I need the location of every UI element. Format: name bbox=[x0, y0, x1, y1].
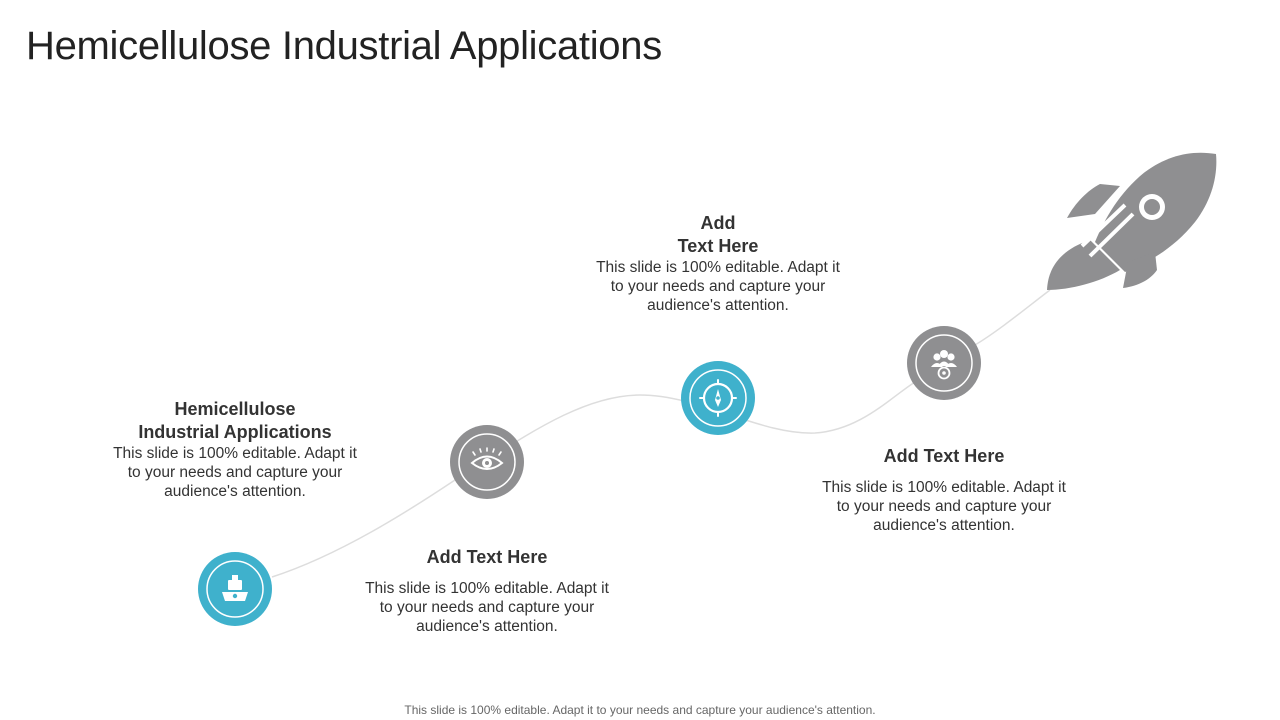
roadmap-curve bbox=[271, 289, 1051, 578]
rocket-icon bbox=[1047, 152, 1217, 290]
step-4-heading: Add Text Here bbox=[883, 446, 1005, 466]
step-3-heading: Add Text Here bbox=[677, 213, 759, 256]
step-3-block: Add Text Here This slide is 100% editabl… bbox=[568, 212, 868, 315]
step-4-node bbox=[907, 326, 981, 400]
step-4-block: Add Text Here This slide is 100% editabl… bbox=[794, 445, 1094, 535]
step-2-block: Add Text Here This slide is 100% editabl… bbox=[337, 546, 637, 636]
step-2-text: This slide is 100% editable. Adapt it to… bbox=[365, 580, 609, 635]
page-title: Hemicellulose Industrial Applications bbox=[26, 24, 662, 68]
step-3-text: This slide is 100% editable. Adapt it to… bbox=[596, 259, 840, 314]
compass-icon bbox=[699, 379, 737, 417]
step-1-node bbox=[198, 552, 272, 626]
team-target-icon bbox=[931, 350, 957, 380]
step-1-text: This slide is 100% editable. Adapt it to… bbox=[113, 445, 357, 500]
step-3-node bbox=[681, 361, 755, 435]
footer-note: This slide is 100% editable. Adapt it to… bbox=[404, 703, 876, 717]
step-1-block: Hemicellulose Industrial Applications Th… bbox=[85, 398, 385, 501]
eye-icon bbox=[470, 447, 504, 470]
step-2-node bbox=[450, 425, 524, 499]
step-2-heading: Add Text Here bbox=[426, 547, 548, 567]
step-4-text: This slide is 100% editable. Adapt it to… bbox=[822, 479, 1066, 534]
step-1-heading: Hemicellulose Industrial Applications bbox=[138, 399, 332, 442]
ship-container-icon bbox=[222, 575, 248, 601]
